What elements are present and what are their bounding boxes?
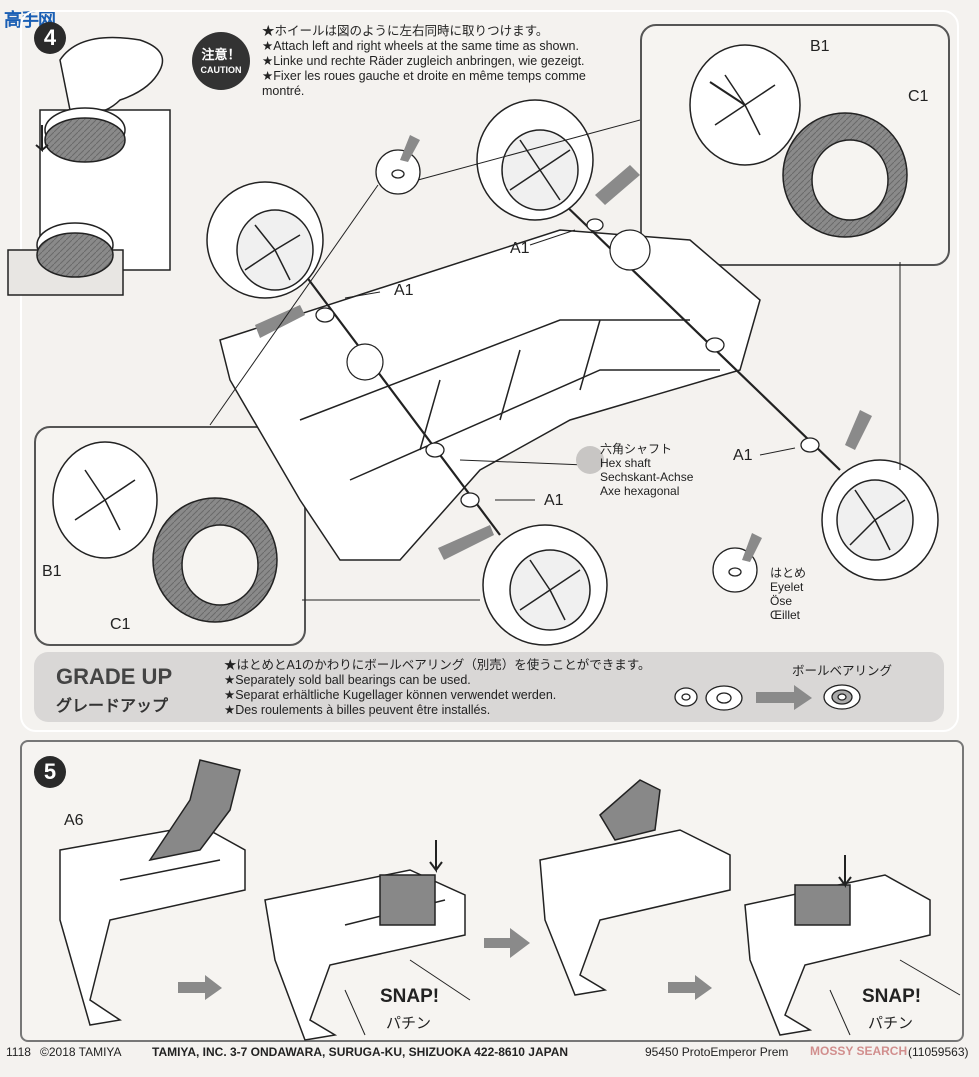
label-a1-left: A1: [394, 282, 414, 299]
grade-up-text: ★はとめとA1のかわりにボールベアリング（別売）を使うことができます。 ★Sep…: [224, 658, 651, 718]
grade-up-line-en: ★Separately sold ball bearings can be us…: [224, 673, 471, 687]
hex-shaft-marker: [576, 446, 604, 474]
push-arrows: [255, 135, 872, 562]
leader-lines: [209, 119, 901, 601]
hex-shaft-fr: Axe hexagonal: [600, 484, 680, 498]
snap-left-jp: パチン: [386, 1015, 432, 1032]
label-b1-top: B1: [810, 38, 830, 55]
overlay-watermark: MOSSY SEARCH: [810, 1044, 908, 1058]
snap-right-label: SNAP!: [862, 986, 922, 1007]
grade-up-title: GRADE UP: [56, 664, 173, 689]
wheel-bottom-center: [482, 524, 608, 646]
step-arrows: [178, 928, 712, 1000]
caution-badge: 注意！ CAUTION: [192, 32, 250, 90]
down-arrow: [35, 125, 49, 153]
snap-right-jp: パチン: [868, 1015, 914, 1032]
note-line-fr-cont: montré.: [262, 84, 305, 98]
wheel-top-center: [476, 99, 594, 221]
eyelet-en: Eyelet: [770, 580, 804, 594]
hex-shaft-en: Hex shaft: [600, 456, 651, 470]
eyelet-de: Öse: [770, 594, 793, 608]
grade-up-line-de: ★Separat erhältliche Kugellager können v…: [224, 688, 557, 702]
detail-left-tire: [152, 497, 278, 623]
eyelet-parts: [375, 149, 758, 593]
frame-2: [264, 869, 466, 1041]
detail-top-rim: [689, 44, 801, 166]
step4-notes: ★ホイールは図のように左右同時に取りつけます。 ★Attach left and…: [262, 24, 622, 99]
footer-part-code: (11059563): [908, 1045, 969, 1059]
footer-copyright: ©2018 TAMIYA: [40, 1045, 122, 1059]
footer-product: 95450 ProtoEmperor Prem: [645, 1045, 789, 1059]
eyelet-label: はとめ Eyelet Öse Œillet: [770, 566, 806, 622]
caution-en: CAUTION: [200, 65, 242, 75]
hex-shaft-de: Sechskant-Achse: [600, 470, 694, 484]
crown-gears: [346, 229, 651, 381]
grade-up-parts: [674, 684, 861, 711]
footer-address: TAMIYA, INC. 3-7 ONDAWARA, SURUGA-KU, SH…: [152, 1045, 569, 1059]
hand-wheel-top: [44, 107, 126, 163]
hex-shaft-label: 六角シャフト Hex shaft Sechskant-Achse Axe hex…: [600, 442, 693, 498]
label-c1-left: C1: [110, 616, 131, 633]
note-line-fr: ★Fixer les roues gauche et droite en mêm…: [262, 69, 586, 83]
hex-shaft-jp: 六角シャフト: [600, 442, 673, 456]
label-b1-left: B1: [42, 563, 62, 580]
eyelet-jp: はとめ: [770, 566, 807, 580]
grade-up-banner: GRADE UP グレードアップ ★はとめとA1のかわりにボールベアリング（別売…: [34, 652, 944, 722]
label-a1-top: A1: [510, 240, 530, 257]
frame-4: [744, 874, 931, 1036]
step4-number: 4: [34, 22, 66, 54]
grade-up-subtitle: グレードアップ: [56, 698, 169, 715]
ball-bearing-label: ボールベアリング: [792, 664, 893, 678]
chassis-body: [219, 229, 761, 561]
label-a1-right: A1: [733, 447, 753, 464]
snap-left-label: SNAP!: [380, 986, 440, 1007]
caution-jp: 注意！: [201, 47, 241, 62]
note-line-en: ★Attach left and right wheels at the sam…: [262, 39, 579, 53]
a6-label: A6: [64, 812, 84, 829]
frame-3: [539, 779, 731, 996]
press-arrows: [429, 840, 852, 888]
detail-top-tire: [782, 112, 908, 238]
note-line-de: ★Linke und rechte Räder zugleich anbring…: [262, 54, 585, 68]
eyelet-fr: Œillet: [770, 608, 801, 622]
step4-panel: [20, 10, 959, 732]
grade-up-line-fr: ★Des roulements à billes peuvent être in…: [224, 703, 491, 717]
footer-page: 1118: [6, 1045, 31, 1059]
label-a1-mid: A1: [544, 492, 564, 509]
snap-lines: [344, 959, 961, 1036]
detail-left-rim: [52, 441, 158, 559]
note-line-jp: ★ホイールは図のように左右同時に取りつけます。: [262, 24, 549, 38]
wheel-right: [821, 459, 939, 581]
a1-washers: [315, 218, 820, 508]
frame-1: [59, 759, 246, 1026]
wheel-left: [206, 181, 324, 299]
grade-up-line-jp: ★はとめとA1のかわりにボールベアリング（別売）を使うことができます。: [224, 658, 651, 672]
label-c1-top: C1: [908, 88, 929, 105]
step5-number: 5: [34, 756, 66, 788]
hand-wheel-bottom: [36, 222, 114, 278]
